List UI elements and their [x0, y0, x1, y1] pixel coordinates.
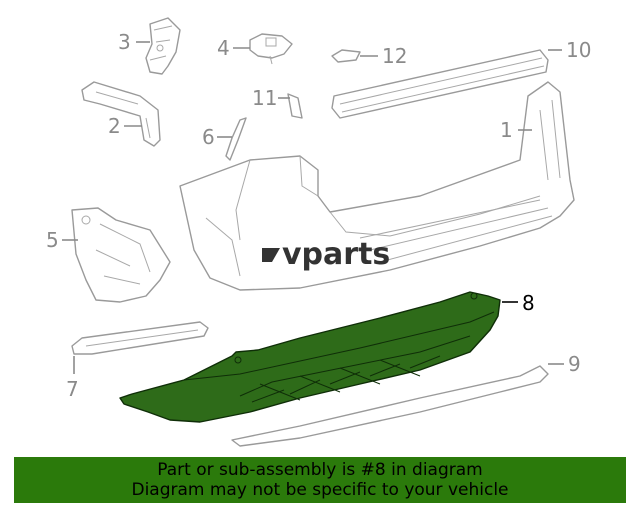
part-8-lower-valance[interactable] — [119, 291, 501, 423]
part-10-reinforcement-beam[interactable] — [331, 49, 549, 119]
part-11-clip[interactable] — [287, 93, 303, 119]
callout-10[interactable]: 10 — [566, 38, 591, 62]
part-6-sensor-bracket[interactable] — [225, 117, 247, 161]
callout-5[interactable]: 5 — [46, 228, 59, 252]
callout-9[interactable]: 9 — [568, 352, 581, 376]
callout-8[interactable]: 8 — [522, 291, 535, 315]
parts-diagram: 3 4 12 10 2 11 6 — [46, 17, 591, 447]
part-5-side-bracket[interactable] — [71, 207, 171, 303]
callout-1[interactable]: 1 — [500, 118, 513, 142]
notice-banner: Part or sub-assembly is #8 in diagram Di… — [14, 457, 626, 503]
banner-line-1: Part or sub-assembly is #8 in diagram — [157, 460, 483, 480]
callout-11[interactable]: 11 — [252, 86, 277, 110]
part-2-bracket[interactable] — [81, 81, 161, 147]
callout-6[interactable]: 6 — [202, 125, 215, 149]
part-3-bracket[interactable] — [145, 17, 181, 75]
callout-12[interactable]: 12 — [382, 44, 407, 68]
banner-line-2: Diagram may not be specific to your vehi… — [131, 480, 509, 500]
part-12-plug[interactable] — [331, 49, 361, 63]
callout-2[interactable]: 2 — [108, 114, 121, 138]
callout-4[interactable]: 4 — [217, 36, 230, 60]
callout-7[interactable]: 7 — [66, 377, 79, 401]
part-7-molding[interactable] — [71, 321, 209, 355]
part-1-bumper-cover[interactable] — [179, 81, 575, 291]
watermark-text: vparts — [282, 237, 390, 272]
watermark: vparts — [262, 237, 390, 272]
callout-3[interactable]: 3 — [118, 30, 131, 54]
part-9-trim-strip[interactable] — [231, 365, 549, 447]
part-4-clip[interactable] — [249, 33, 293, 65]
